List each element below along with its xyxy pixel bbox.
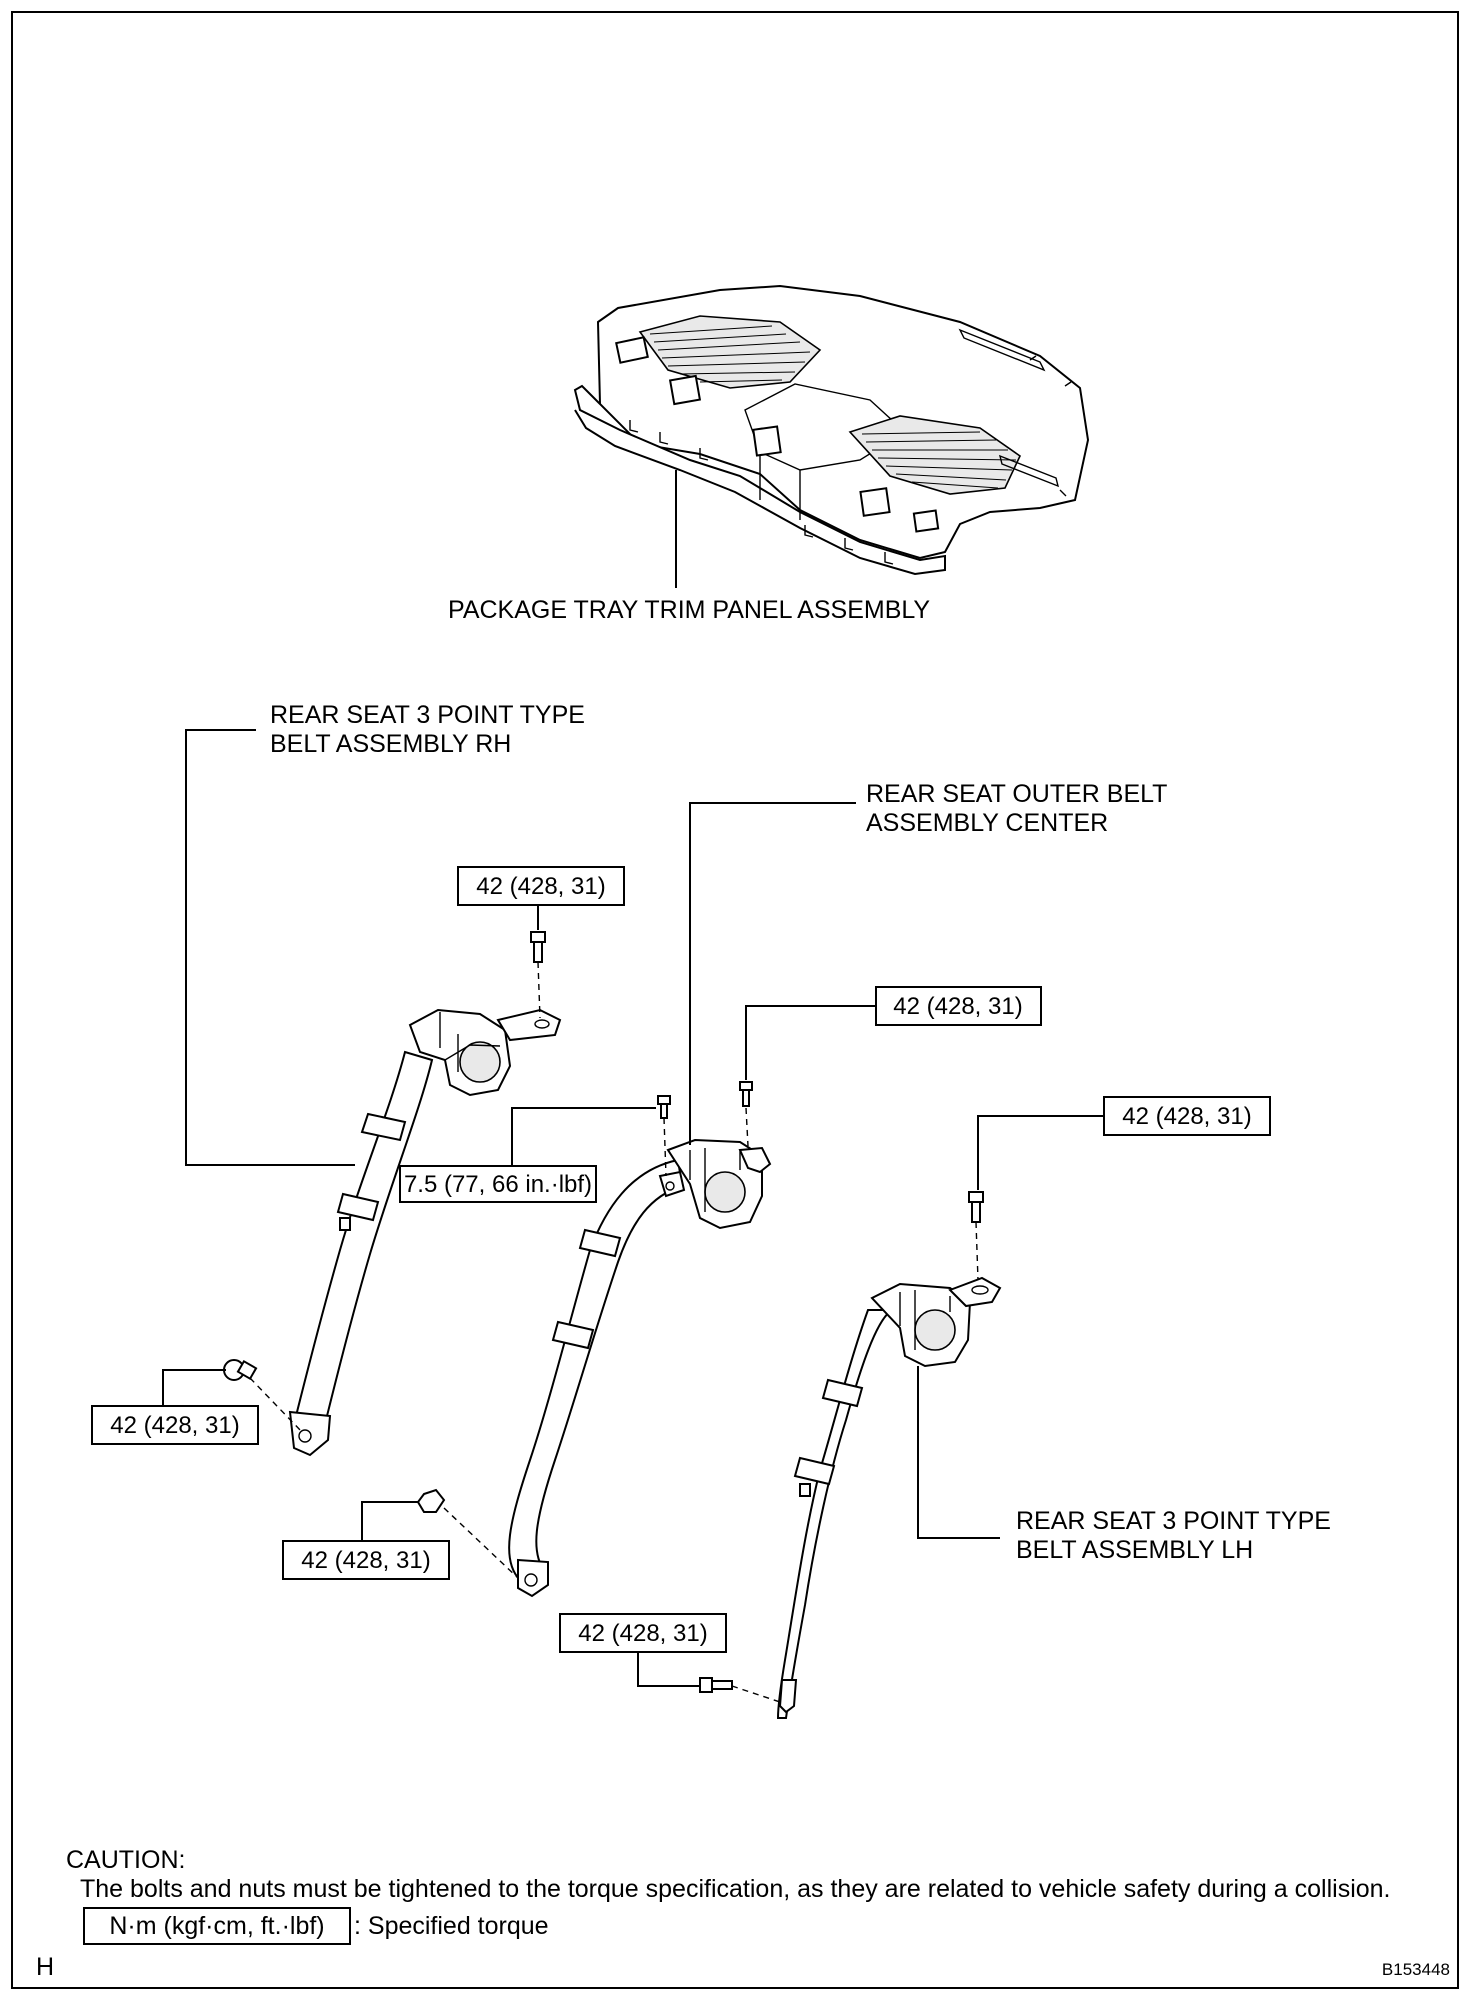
torque-box-rh-upper: 42 (428, 31): [457, 866, 625, 906]
callout-lh-belt-line1: REAR SEAT 3 POINT TYPE: [1016, 1507, 1331, 1535]
torque-box-lh-upper: 42 (428, 31): [1103, 1096, 1271, 1136]
torque-box-center-lower: 42 (428, 31): [282, 1540, 450, 1580]
package-tray-trim-panel: [573, 284, 1090, 588]
callout-package-tray: PACKAGE TRAY TRIM PANEL ASSEMBLY: [448, 596, 930, 624]
callout-center-belt-line2: ASSEMBLY CENTER: [866, 809, 1108, 837]
torque-value: 42 (428, 31): [578, 1620, 707, 1647]
footer-left-code: H: [36, 1953, 54, 1981]
torque-value: 42 (428, 31): [1122, 1103, 1251, 1130]
torque-value: 42 (428, 31): [110, 1412, 239, 1439]
figure-id: B153448: [1382, 1960, 1450, 1979]
page-frame: [11, 11, 1459, 1989]
torque-box-lh-lower: 42 (428, 31): [559, 1613, 727, 1653]
center-belt-assembly: [361, 802, 876, 1598]
callout-lh-belt-line2: BELT ASSEMBLY LH: [1016, 1536, 1253, 1564]
lh-belt-assembly: [637, 1115, 1104, 1719]
torque-value: 42 (428, 31): [476, 873, 605, 900]
torque-box-center-upper: 42 (428, 31): [875, 986, 1042, 1026]
torque-value: 7.5 (77, 66 in.·lbf): [404, 1171, 592, 1198]
torque-box-rh-lower: 42 (428, 31): [91, 1405, 259, 1445]
caution-title: CAUTION:: [66, 1846, 185, 1874]
rh-belt-assembly: [162, 729, 562, 1457]
callout-rh-belt-line1: REAR SEAT 3 POINT TYPE: [270, 701, 585, 729]
legend-text: : Specified torque: [354, 1912, 549, 1940]
caution-text: The bolts and nuts must be tightened to …: [80, 1875, 1391, 1903]
torque-box-center-small: 7.5 (77, 66 in.·lbf): [399, 1165, 597, 1203]
callout-rh-belt-line2: BELT ASSEMBLY RH: [270, 730, 511, 758]
torque-value: 42 (428, 31): [893, 993, 1022, 1020]
callout-center-belt-line1: REAR SEAT OUTER BELT: [866, 780, 1167, 808]
torque-value: 42 (428, 31): [301, 1547, 430, 1574]
legend-torque-box: N·m (kgf·cm, ft.·lbf): [83, 1907, 351, 1945]
legend-box-text: N·m (kgf·cm, ft.·lbf): [109, 1912, 324, 1940]
